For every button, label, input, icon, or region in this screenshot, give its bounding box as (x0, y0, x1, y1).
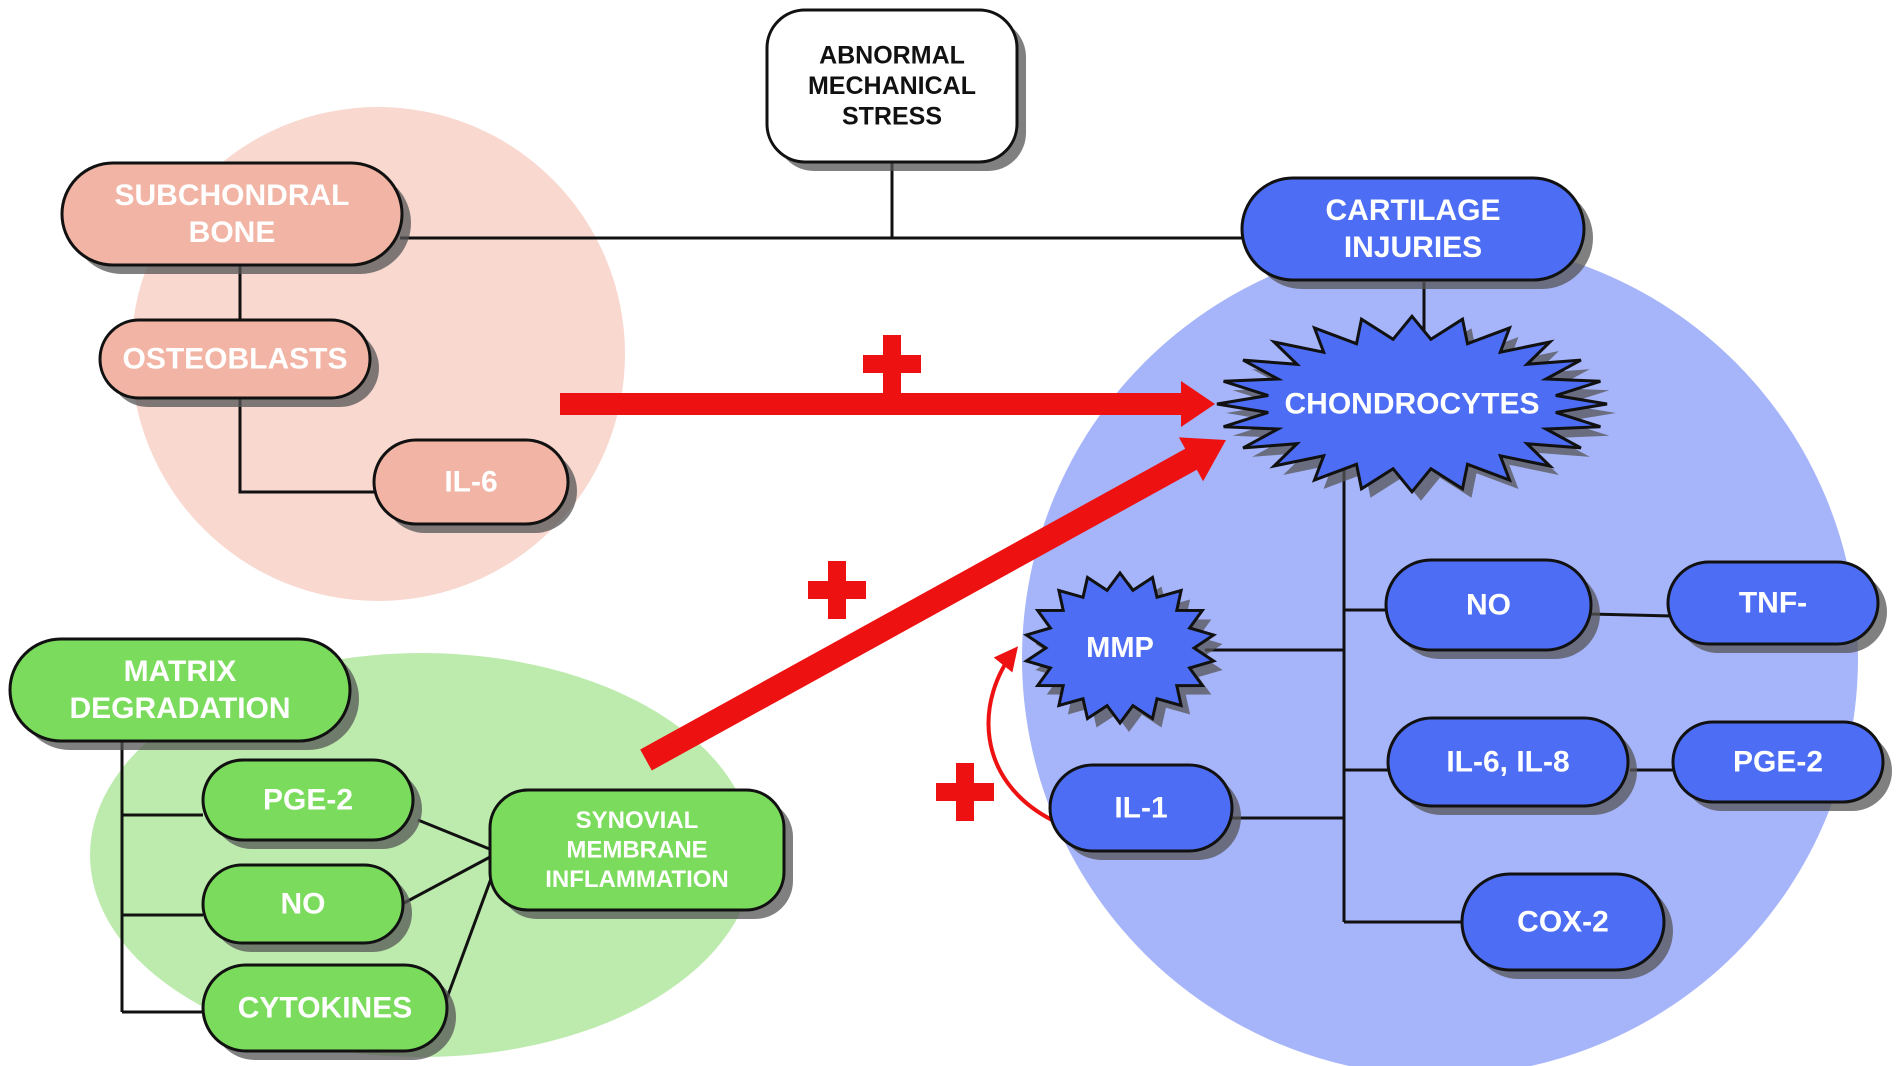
node-label: SUBCHONDRAL (115, 179, 350, 212)
matrix-degradation-node: MATRIX DEGRADATION (8, 637, 359, 750)
node-label: MECHANICAL (808, 72, 976, 100)
node-label: BONE (189, 216, 276, 249)
node-label: CYTOKINES (238, 992, 412, 1025)
cartilage-injuries-node: CARTILAGE INJURIES (1240, 176, 1593, 289)
node-label: MATRIX (124, 655, 237, 688)
bone-to-chondrocytes-arrow (560, 381, 1215, 427)
no-cartilage-node: NO (1384, 558, 1600, 659)
node-label: IL-1 (1114, 792, 1167, 825)
node-label: DEGRADATION (69, 692, 290, 725)
il6-bone-node: IL-6 (372, 438, 577, 533)
node-label: IL-6, IL-8 (1446, 746, 1569, 779)
node-label: MMP (1086, 632, 1154, 664)
node-label: PGE-2 (263, 784, 353, 817)
plus-icon (808, 561, 866, 619)
chondrocytes-node: CHONDROCYTES (1216, 313, 1616, 501)
node-label: INJURIES (1344, 231, 1482, 264)
synovial-to-chondrocytes-arrow (640, 437, 1226, 771)
connector-line (238, 395, 374, 494)
cytokines-node: CYTOKINES (201, 963, 456, 1060)
cox2-node: COX-2 (1460, 872, 1673, 979)
synovial-zone (90, 653, 754, 1057)
node-label: IL-6 (444, 466, 497, 499)
node-label: CARTILAGE (1326, 194, 1501, 227)
connector-line (1589, 612, 1673, 618)
subchondral-bone-node: SUBCHONDRAL BONE (60, 161, 411, 274)
node-label: TNF- (1739, 587, 1807, 620)
plus-icon (936, 763, 994, 821)
node-label: NO (281, 888, 326, 921)
il1-node: IL-1 (1048, 763, 1241, 860)
node-label: CHONDROCYTES (1284, 388, 1539, 421)
connector-line (442, 875, 494, 1007)
node-label: COX-2 (1517, 906, 1609, 939)
stimulation-arrows (560, 335, 1226, 822)
il1-to-mmp-arrow (986, 646, 1053, 822)
node-label: INFLAMMATION (545, 866, 729, 893)
node-label: OSTEOBLASTS (122, 343, 347, 376)
pge2-cartilage-node: PGE-2 (1671, 720, 1892, 811)
tnf-node: TNF- (1666, 560, 1887, 653)
no-synovial-node: NO (201, 863, 412, 952)
pge2-synovial-node: PGE-2 (201, 758, 422, 849)
plus-icon (863, 335, 921, 393)
mmp-node: MMP (1022, 570, 1223, 732)
connector-line (417, 818, 493, 852)
node-label: SYNOVIAL (576, 807, 699, 834)
node-label: PGE-2 (1733, 746, 1823, 779)
node-label: STRESS (842, 103, 942, 131)
connector-lines (120, 163, 1674, 1014)
connector-line (403, 854, 493, 905)
il6-il8-node: IL-6, IL-8 (1386, 716, 1637, 815)
osteoblasts-node: OSTEOBLASTS (98, 318, 379, 407)
node-label: MEMBRANE (566, 837, 707, 864)
node-label: ABNORMAL (819, 42, 965, 70)
node-label: NO (1466, 589, 1511, 622)
